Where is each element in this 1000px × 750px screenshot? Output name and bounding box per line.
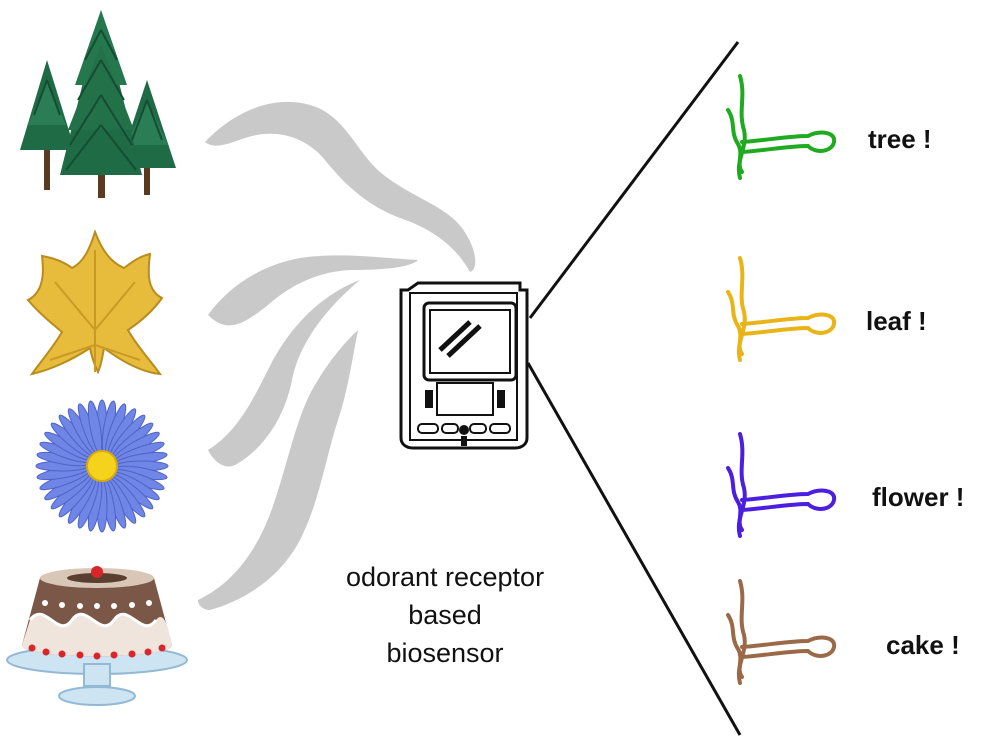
receptor-strand [726, 613, 744, 679]
aster-flower-icon [35, 399, 169, 533]
result-label-leaf: leaf ! [866, 306, 927, 336]
odor-plume-cake [198, 330, 358, 610]
receptor-glyph-cake [726, 579, 837, 685]
receptor-strand [740, 488, 837, 512]
result-label-flower: flower ! [872, 482, 965, 512]
odor-plume-flower [208, 280, 360, 467]
receptor-glyphs [726, 74, 837, 685]
receptor-strand [740, 312, 837, 336]
zoom-lines [526, 41, 742, 736]
flower-center [86, 450, 118, 482]
odor-plume-leaf [208, 255, 418, 326]
zoom-line-top [528, 41, 740, 319]
odor-plumes [198, 101, 476, 610]
caption-line-1: odorant receptor [345, 562, 545, 592]
receptor-strand [740, 130, 837, 154]
handheld-biosensor-icon [399, 281, 529, 450]
caption-line-3: biosensor [386, 638, 504, 668]
receptor-strand [726, 108, 744, 174]
pine-tree-icon [20, 10, 176, 198]
receptor-strand [740, 635, 837, 659]
cake-icon [6, 566, 188, 706]
biosensor-caption: odorant receptor based biosensor [300, 558, 590, 672]
odor-plume-tree [205, 101, 476, 273]
receptor-glyph-flower [726, 432, 837, 538]
caption-line-2: based [408, 600, 482, 630]
result-label-cake: cake ! [886, 630, 960, 660]
zoom-line-bottom [526, 362, 742, 736]
receptor-glyph-tree [726, 74, 837, 180]
receptor-strand [726, 290, 744, 356]
maple-leaf-icon [26, 228, 164, 376]
receptor-glyph-leaf [726, 256, 837, 362]
result-label-tree: tree ! [868, 124, 932, 154]
receptor-strand [726, 466, 744, 532]
